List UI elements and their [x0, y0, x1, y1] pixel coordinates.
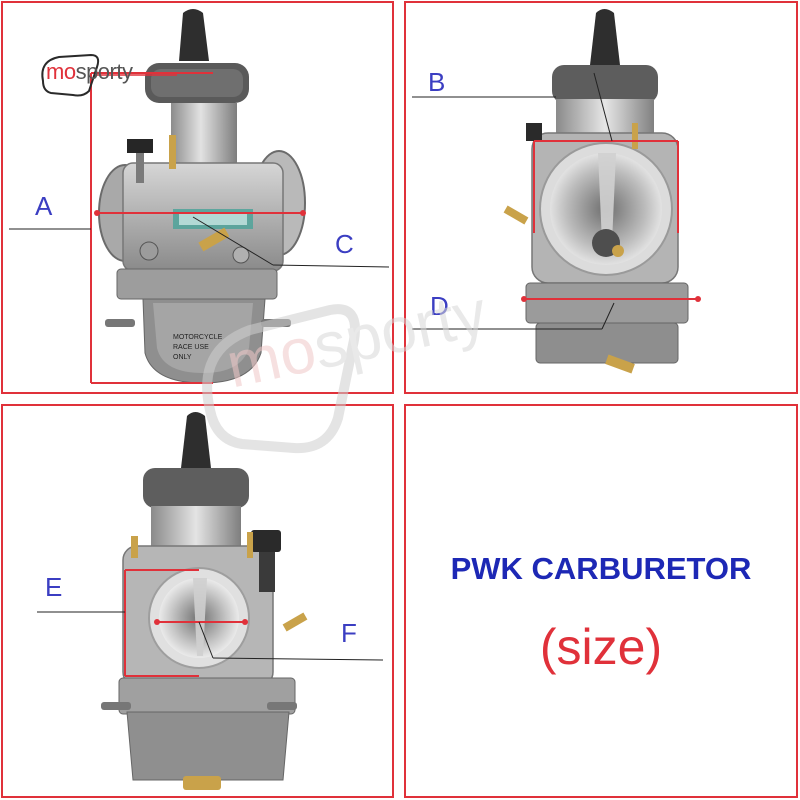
panel-side-view: MOTORCYCLE RACE USE ONLY mosporty A C: [1, 1, 394, 394]
svg-text:RACE USE: RACE USE: [173, 344, 209, 351]
brand-logo-shape: [41, 53, 177, 97]
brand-mo: mo: [46, 59, 76, 84]
svg-text:ONLY: ONLY: [173, 354, 192, 361]
panel-front-view: B D: [404, 1, 798, 394]
carburetor-front-illustration: [412, 9, 701, 374]
panel-rear-view: E F: [1, 404, 394, 798]
panel-title: PWK CARBURETOR (size): [404, 404, 798, 798]
svg-text:MOTORCYCLE: MOTORCYCLE: [173, 334, 223, 341]
label-f: F: [341, 618, 357, 648]
carburetor-rear-illustration: [37, 412, 384, 790]
product-title: PWK CARBURETOR: [450, 551, 752, 586]
label-e: E: [45, 572, 63, 602]
brand-name: mosporty: [46, 59, 133, 85]
brand-sporty: sporty: [75, 59, 133, 84]
brand-logo: mosporty: [37, 51, 177, 99]
label-d: D: [430, 291, 449, 321]
label-c: C: [335, 229, 354, 259]
label-a: A: [35, 191, 53, 221]
product-subtitle: (size): [539, 619, 663, 675]
label-b: B: [428, 67, 446, 97]
